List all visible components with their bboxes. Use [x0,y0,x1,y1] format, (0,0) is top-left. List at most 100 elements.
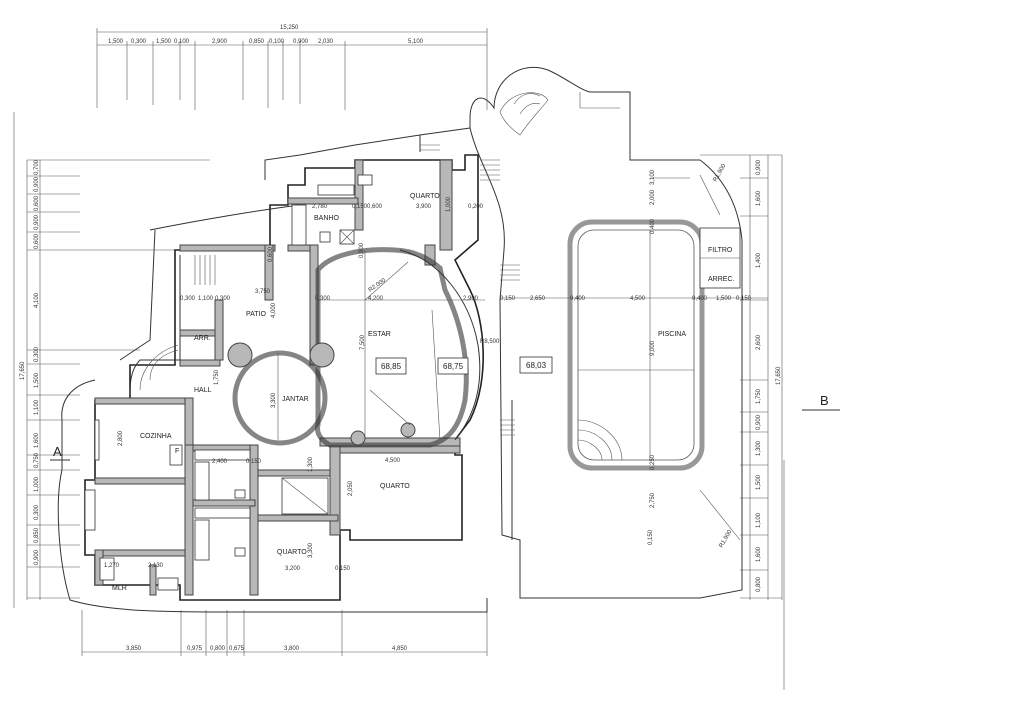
dim-top: 0,300 [131,39,147,45]
level-value: 68,03 [526,361,547,370]
dim-left: 1,600 [34,432,40,448]
room-label-quarto: QUARTO [277,549,307,556]
interior-walls [94,159,461,596]
dim-interior: 1,270 [104,563,120,569]
dim-left: 4,100 [34,292,40,308]
dim-right: 1,300 [756,440,762,456]
room-label-estar: ESTAR [368,331,391,338]
dim-right: 1,600 [756,546,762,562]
dim-left: 0,900 [34,176,40,192]
swimming-pool [500,174,768,541]
dim-interior: 7,500 [360,334,366,350]
room-label-quarto: QUARTO [410,193,440,200]
dim-interior: 2,000 [650,189,656,205]
dim-interior: 1,000 [446,196,452,212]
dim-right: 1,100 [756,512,762,528]
room-label-arrec: ARREC. [708,276,735,283]
dim-interior: 0,600 [268,246,274,262]
dim-interior: 0,150 [335,566,351,572]
dim-interior: 0,600 [367,204,383,210]
dim-interior: R1,900 [719,529,734,549]
dim-interior: 2,780 [312,204,328,210]
dim-left: 0,300 [34,346,40,362]
dim-interior: 4,200 [368,296,384,302]
dim-left: 0,900 [34,549,40,565]
level-value: 68,75 [443,362,464,371]
room-label-mlr: MLR [112,585,127,592]
dim-interior: 0,400 [650,218,656,234]
dim-top: 5,100 [408,39,424,45]
dim-interior: 2,750 [650,492,656,508]
dim-top: 2,030 [318,39,334,45]
dim-right: 2,600 [756,334,762,350]
dim-interior: 1,100 [198,296,214,302]
dim-interior: 0,150 [246,459,262,465]
dim-interior: 0,900 [359,242,365,258]
dim-top: 2,900 [212,39,228,45]
dim-interior: R8,500 [480,339,500,345]
dim-top: 1,500 [108,39,124,45]
level-markers: 68,85 68,75 68,03 [375,356,553,375]
terrace-outline [469,66,743,599]
dim-interior: 1,750 [214,369,220,385]
dim-interior: 2,400 [212,459,228,465]
dim-left: 0,900 [34,214,40,230]
dim-right: 1,750 [756,388,762,404]
dim-bottom: 4,850 [392,646,408,652]
room-label-jantar: JANTAR [282,396,309,403]
room-label-patio: PATIO [246,311,267,318]
room-labels: QUARTO BANHO PATIO ARR. ESTAR JANTAR HAL… [112,193,735,592]
dim-top-overall: 15,250 [280,25,299,31]
section-mark-a: A [53,444,62,459]
dim-right: 0,900 [756,414,762,430]
dim-interior: 0,150 [736,296,752,302]
dim-right: 1,600 [756,190,762,206]
dim-interior: 1,400 [756,252,762,268]
dim-interior: 3,300 [308,542,314,558]
dim-right: 0,800 [756,576,762,592]
room-label-f: F [175,448,179,455]
dim-top: 0,850 [249,39,265,45]
dim-top: 0,100 [269,39,285,45]
dim-interior: 0,150 [352,204,368,210]
house-outer-wall [57,127,488,613]
dim-interior: 0,300 [315,296,331,302]
dim-interior: 2,050 [348,480,354,496]
dim-top: 0,100 [174,39,190,45]
dim-interior: 3,100 [650,169,656,185]
dim-interior: 0,300 [180,296,196,302]
stair-steps [194,144,520,436]
bottom-dimension-chain: 3,850 0,975 0,800 0,675 3,800 4,850 [81,610,488,656]
room-label-hall: HALL [194,387,212,394]
dim-right: 0,900 [756,159,762,175]
interior-dimensions: 3,750 0,300 1,100 0,300 4,200 0,300 2,90… [104,163,762,572]
room-label-cozinha: COZINHA [140,433,172,440]
dim-left: 0,600 [34,195,40,211]
dim-interior: 0,150 [500,296,516,302]
dim-right-overall: 17,650 [776,366,782,385]
dim-left: 1,100 [34,399,40,415]
dim-interior: 4,000 [271,302,277,318]
dim-interior: 1,500 [716,296,732,302]
room-label-piscina: PISCINA [658,331,686,338]
dim-interior: 9,000 [650,340,656,356]
dim-top: 1,500 [156,39,172,45]
section-mark-b: B [820,393,829,408]
dim-left: 0,850 [34,527,40,543]
dim-interior: 0,300 [215,296,231,302]
dim-left: 0,750 [34,452,40,468]
dim-bottom: 0,675 [229,646,245,652]
room-label-banho: BANHO [314,215,339,222]
dim-interior: 0,150 [648,529,654,545]
top-dimension-chain: 15,250 1,500 0,300 1,500 0,100 2,900 0,8… [96,25,488,110]
dim-interior: 3,900 [416,204,432,210]
section-marks: A B [50,393,840,461]
room-label-filtro: FILTRO [708,247,733,254]
dim-interior: 4,500 [630,296,646,302]
dim-left: 0,700 [34,159,40,175]
dim-bottom: 3,850 [126,646,142,652]
dim-left: 1,000 [34,476,40,492]
dim-interior: 0,200 [468,204,484,210]
dim-interior: 3,750 [255,289,271,295]
